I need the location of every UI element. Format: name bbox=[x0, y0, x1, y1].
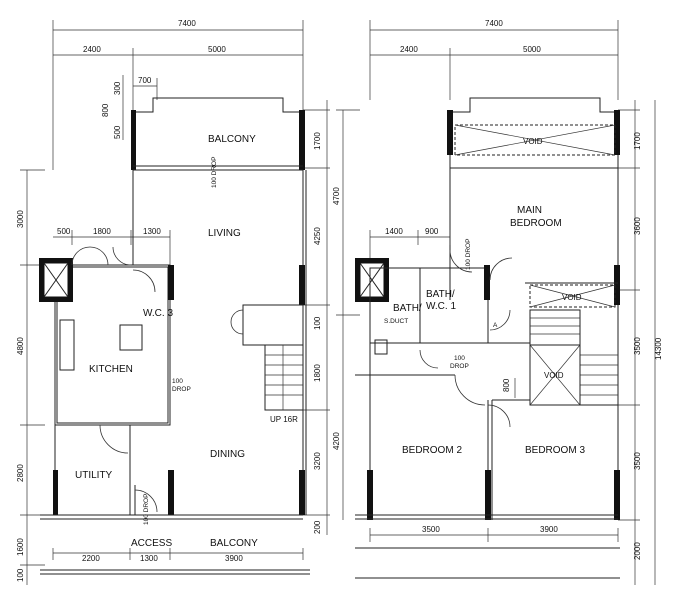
dim-bottom-3900: 3900 bbox=[225, 554, 243, 563]
room-label-bath1-b: W.C. 1 bbox=[426, 301, 456, 312]
dim-left-1600: 1600 bbox=[16, 538, 25, 556]
dim-left-3000: 3000 bbox=[16, 210, 25, 228]
room-label-bath1-a: BATH/ bbox=[426, 289, 455, 300]
dim-left-100: 100 bbox=[16, 568, 25, 582]
dim-bottom-1300: 1300 bbox=[140, 554, 158, 563]
room-label-bedroom2: BEDROOM 2 bbox=[402, 445, 462, 456]
dim-bottom-2200: 2200 bbox=[82, 554, 100, 563]
note-drop-3: 100 DROP bbox=[143, 494, 150, 525]
note-bath2-code: S.DUCT bbox=[384, 318, 408, 325]
dim-upper-900: 900 bbox=[425, 227, 439, 236]
dim-upper-3500a: 3500 bbox=[633, 337, 642, 355]
dim-kitchen-1300: 1300 bbox=[143, 227, 161, 236]
dim-kitchen-500: 500 bbox=[57, 227, 71, 236]
note-drop-center-b: DROP bbox=[450, 363, 469, 370]
room-label-bedroom3: BEDROOM 3 bbox=[525, 445, 585, 456]
dim-total-width: 7400 bbox=[178, 19, 196, 28]
dim-right-1700: 1700 bbox=[313, 132, 322, 150]
room-label-balcony-bottom: BALCONY bbox=[210, 538, 258, 549]
dim-right-width: 5000 bbox=[208, 45, 226, 54]
dim-bay-300: 300 bbox=[113, 81, 122, 95]
room-label-void-stair: VOID bbox=[544, 371, 564, 380]
dim-left-width: 2400 bbox=[83, 45, 101, 54]
note-passage: A bbox=[493, 322, 498, 329]
dim-upper-bottom-3900: 3900 bbox=[540, 525, 558, 534]
dim-upper-4700: 4700 bbox=[332, 187, 341, 205]
dim-right-1800: 1800 bbox=[313, 364, 322, 382]
room-label-main-bedroom-2: BEDROOM bbox=[510, 218, 562, 229]
dim-right-1000: 100 bbox=[313, 316, 322, 330]
room-label-living: LIVING bbox=[208, 228, 241, 239]
dim-upper-overall: 14300 bbox=[654, 337, 663, 360]
room-label-utility: UTILITY bbox=[75, 470, 113, 481]
dim-upper-right: 5000 bbox=[523, 45, 541, 54]
dim-upper-total: 7400 bbox=[485, 19, 503, 28]
dim-left-2800: 2800 bbox=[16, 464, 25, 482]
dim-upper-bottom-3500: 3500 bbox=[422, 525, 440, 534]
room-label-bath2: BATH/ bbox=[393, 303, 422, 314]
room-label-void-top: VOID bbox=[523, 137, 543, 146]
dim-bay-700: 700 bbox=[138, 76, 152, 85]
note-drop-1: 100 DROP bbox=[211, 157, 218, 188]
dim-right-200: 200 bbox=[313, 520, 322, 534]
room-label-dining: DINING bbox=[210, 449, 245, 460]
note-drop-center: 100 bbox=[454, 355, 465, 362]
lower-floor-plan: 7400 2400 5000 700 300 800 500 3000 4800… bbox=[16, 19, 330, 585]
note-drop-2b: DROP bbox=[172, 386, 191, 393]
note-stair: UP 16R bbox=[270, 415, 298, 424]
room-label-wc3: W.C. 3 bbox=[143, 308, 173, 319]
note-drop-2: 100 bbox=[172, 378, 183, 385]
room-label-kitchen: KITCHEN bbox=[89, 364, 133, 375]
dim-upper-3500b: 3500 bbox=[633, 452, 642, 470]
room-label-main-bedroom-1: MAIN bbox=[517, 205, 542, 216]
upper-floor-plan: 7400 2400 5000 4700 4200 1700 3600 3500 … bbox=[332, 19, 663, 585]
dim-upper-1400: 1400 bbox=[385, 227, 403, 236]
room-label-void-mid: VOID bbox=[562, 293, 582, 302]
dim-bay-800: 800 bbox=[101, 103, 110, 117]
note-drop-bath: 100 DROP bbox=[465, 239, 472, 270]
room-label-access: ACCESS bbox=[131, 538, 172, 549]
dim-upper-2000: 2000 bbox=[633, 542, 642, 560]
dim-upper-4200: 4200 bbox=[332, 432, 341, 450]
dim-upper-800: 800 bbox=[502, 378, 511, 392]
dim-upper-left: 2400 bbox=[400, 45, 418, 54]
room-label-balcony-top: BALCONY bbox=[208, 134, 256, 145]
dim-upper-3600: 3600 bbox=[633, 217, 642, 235]
dim-upper-1700: 1700 bbox=[633, 132, 642, 150]
dim-bay-500: 500 bbox=[113, 125, 122, 139]
dim-left-4800: 4800 bbox=[16, 337, 25, 355]
dim-kitchen-1800: 1800 bbox=[93, 227, 111, 236]
dim-right-3200: 3200 bbox=[313, 452, 322, 470]
dim-right-4250: 4250 bbox=[313, 227, 322, 245]
